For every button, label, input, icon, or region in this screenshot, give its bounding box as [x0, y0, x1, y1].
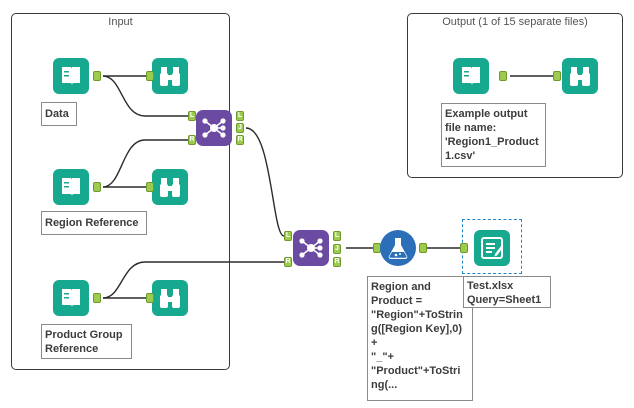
wire-join1-to-join2-left — [245, 127, 285, 237]
document-edit-icon — [481, 237, 503, 259]
join1-left-output-anchor[interactable]: L — [236, 111, 244, 121]
join-tool-2[interactable] — [293, 230, 329, 266]
browse-region-tool[interactable] — [152, 169, 188, 205]
join2-join-output-anchor[interactable]: J — [333, 244, 341, 254]
input-data-tool[interactable] — [53, 58, 89, 94]
join2-left-input-anchor[interactable]: L — [284, 231, 292, 241]
join1-join-output-anchor[interactable]: J — [236, 123, 244, 133]
input-region-output-anchor[interactable] — [93, 182, 101, 192]
input-data-output-anchor[interactable] — [93, 71, 101, 81]
binoculars-icon — [160, 67, 180, 86]
join2-right-input-anchor[interactable]: R — [284, 257, 292, 267]
output-container-title: Output (1 of 15 separate files) — [442, 16, 588, 28]
browse-product-input-anchor[interactable] — [146, 293, 154, 303]
input-region-tool[interactable] — [53, 169, 89, 205]
wire-data-to-join-left — [102, 75, 188, 117]
join2-left-output-anchor[interactable]: L — [333, 231, 341, 241]
input-product-tool[interactable] — [53, 280, 89, 316]
join1-right-input-anchor[interactable]: R — [188, 135, 196, 145]
output-browse-input-anchor[interactable] — [553, 71, 561, 81]
browse-product-tool[interactable] — [152, 280, 188, 316]
join2-right-output-anchor[interactable]: R — [333, 257, 341, 267]
join1-left-input-anchor[interactable]: L — [188, 111, 196, 121]
book-icon — [62, 67, 80, 85]
output-input-anchor[interactable] — [460, 243, 468, 253]
output-example-browse-tool[interactable] — [562, 58, 598, 94]
annotation-data: Data — [41, 102, 77, 126]
browse-data-input-anchor[interactable] — [146, 71, 154, 81]
formula-output-anchor[interactable] — [419, 243, 427, 253]
book-icon — [62, 289, 80, 307]
binoculars-icon — [160, 178, 180, 197]
input-container-title: Input — [108, 16, 133, 28]
join1-right-output-anchor[interactable]: R — [236, 135, 244, 145]
input-container[interactable]: Input — [11, 13, 230, 370]
annotation-product-group-reference: Product Group Reference — [41, 324, 132, 359]
binoculars-icon — [570, 67, 590, 86]
join-icon — [299, 238, 323, 258]
join-icon — [202, 118, 226, 138]
wire-region-to-join-right — [102, 139, 188, 188]
join-tool-1[interactable] — [196, 110, 232, 146]
output-data-tool[interactable] — [474, 230, 510, 266]
input-product-output-anchor[interactable] — [93, 293, 101, 303]
annotation-region-reference: Region Reference — [41, 211, 147, 235]
output-example-input-tool[interactable] — [453, 58, 489, 94]
annotation-output-file: Test.xlsx Query=Sheet1 — [463, 276, 551, 308]
binoculars-icon — [160, 289, 180, 308]
book-icon — [62, 178, 80, 196]
book-icon — [462, 67, 480, 85]
annotation-formula: Region and Product = "Region"+ToStrin g(… — [367, 276, 473, 401]
output-example-input-output-anchor[interactable] — [499, 71, 507, 81]
browse-data-tool[interactable] — [152, 58, 188, 94]
flask-icon — [388, 238, 408, 260]
formula-tool[interactable] — [380, 230, 416, 266]
annotation-example-output: Example output file name: 'Region1_Produ… — [441, 103, 546, 167]
wire-product-to-join2-right — [102, 261, 284, 299]
browse-region-input-anchor[interactable] — [146, 182, 154, 192]
